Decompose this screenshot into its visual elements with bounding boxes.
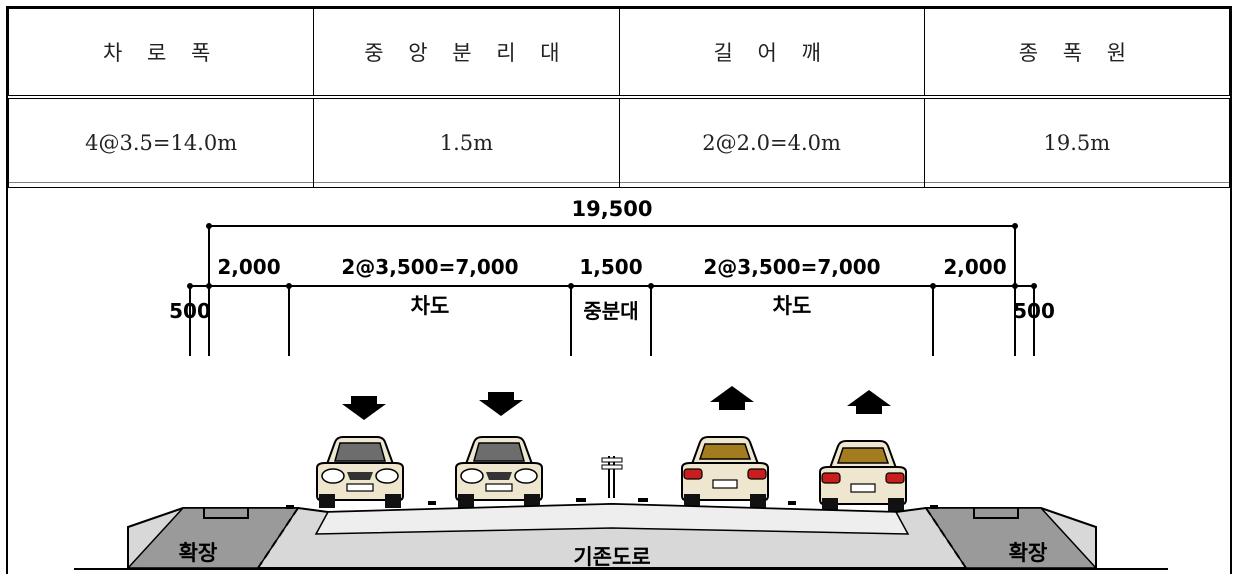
up-arrow-icon [847, 390, 891, 414]
segment-dimension-line [187, 283, 1037, 356]
edge-right-dim: 500 [1013, 299, 1055, 323]
car-front-icon [455, 436, 543, 509]
up-arrow-icon [710, 386, 754, 410]
widen-left-label: 확장 [179, 541, 218, 565]
total-width-label: 19,500 [571, 197, 652, 221]
median-dim: 1,500 [579, 255, 642, 279]
down-arrow-icon [479, 392, 523, 416]
shoulder-right-dim: 2,000 [943, 255, 1006, 279]
car-front-icon [316, 436, 404, 509]
value-shoulder: 2@2.0=4.0m [618, 96, 925, 188]
road-surface [74, 498, 1168, 570]
road-cross-section-diagram: 19,500 2,000 2@3,500=7,000 1,500 2@3,500… [8, 181, 1230, 576]
lane-left-label: 차도 [411, 294, 450, 318]
header-total-width: 종 폭 원 [923, 8, 1231, 98]
total-width-dimension [206, 223, 1018, 356]
header-median: 중 앙 분 리 대 [313, 8, 620, 98]
median-barrier-icon [601, 456, 623, 498]
spec-header-row: 차 로 폭 중 앙 분 리 대 길 어 깨 종 폭 원 [7, 8, 1231, 98]
edge-left-dim: 500 [169, 299, 211, 323]
lanes-right-dim: 2@3,500=7,000 [703, 255, 880, 279]
down-arrow-icon [342, 396, 386, 420]
figure-frame [6, 6, 1232, 574]
value-median: 1.5m [313, 96, 620, 188]
cross-section-spec-table: 차 로 폭 중 앙 분 리 대 길 어 깨 종 폭 원 4@3.5=14.0m … [7, 8, 1231, 188]
lanes-left-dim: 2@3,500=7,000 [341, 255, 518, 279]
existing-road-label: 기존도로 [573, 545, 650, 569]
shoulder-left-dim: 2,000 [217, 255, 280, 279]
value-lane-width: 4@3.5=14.0m [7, 96, 315, 188]
car-rear-icon [681, 436, 769, 509]
widen-right-label: 확장 [1009, 541, 1048, 565]
lane-right-label: 차도 [773, 294, 812, 318]
value-total-width: 19.5m [923, 96, 1231, 188]
car-rear-icon [819, 440, 907, 513]
header-shoulder: 길 어 깨 [618, 8, 925, 98]
header-lane-width: 차 로 폭 [7, 8, 315, 98]
spec-value-row: 4@3.5=14.0m 1.5m 2@2.0=4.0m 19.5m [7, 96, 1231, 188]
median-label: 중분대 [583, 299, 638, 323]
